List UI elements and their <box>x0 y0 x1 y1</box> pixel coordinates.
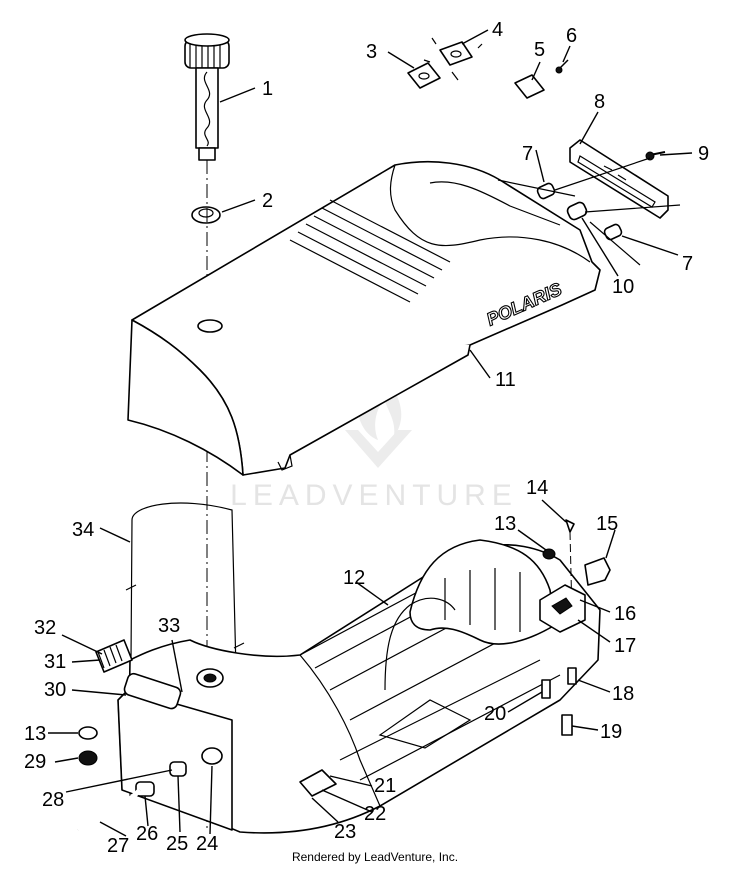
callout-12: 12 <box>343 567 365 589</box>
stud-10 <box>566 201 588 221</box>
fuel-cap-gauge <box>184 33 230 161</box>
callout-21: 21 <box>374 775 396 797</box>
callout-24: 24 <box>196 833 218 855</box>
callout-11: 11 <box>495 369 516 391</box>
screw-20 <box>541 679 551 699</box>
watermark-text: LEADVENTURE <box>230 479 518 512</box>
callout-16: 16 <box>614 603 636 625</box>
clip-5 <box>514 74 545 99</box>
callout-20: 20 <box>484 703 506 725</box>
callout-13-upper: 13 <box>494 513 516 535</box>
plate-3 <box>407 62 441 89</box>
callout-labels: 1 2 3 4 5 6 7 7 8 9 10 11 12 13 13 14 15… <box>24 19 709 857</box>
nut-13-lower <box>78 726 98 740</box>
callout-14: 14 <box>526 477 548 499</box>
nut-29 <box>78 750 98 766</box>
fuel-hose-27 <box>76 788 142 833</box>
footer-credit: Rendered by LeadVenture, Inc. <box>291 850 459 864</box>
callout-31: 31 <box>44 651 66 673</box>
screw-6 <box>555 59 569 74</box>
callout-19: 19 <box>600 721 622 743</box>
plate-4 <box>423 37 483 81</box>
callout-10: 10 <box>612 276 634 298</box>
callout-33: 33 <box>158 615 180 637</box>
callout-2: 2 <box>262 190 273 212</box>
bumper-7-lower <box>603 223 623 241</box>
callout-30: 30 <box>44 679 66 701</box>
callout-17: 17 <box>614 635 636 657</box>
callout-22: 22 <box>364 803 386 825</box>
callout-9: 9 <box>698 143 709 165</box>
bumper-7-upper <box>536 182 556 200</box>
callout-3: 3 <box>366 41 377 63</box>
callout-29: 29 <box>24 751 46 773</box>
rivet-14 <box>565 519 575 533</box>
callout-15: 15 <box>596 513 618 535</box>
callout-25: 25 <box>166 833 188 855</box>
callout-8: 8 <box>594 91 605 113</box>
callout-27: 27 <box>107 835 129 857</box>
callout-23: 23 <box>334 821 356 843</box>
screw-18 <box>567 667 577 685</box>
fitting-24 <box>201 747 223 765</box>
nut-13-upper <box>542 548 556 560</box>
seat: POLARIS <box>127 160 601 476</box>
bracket-15 <box>584 557 611 586</box>
callout-18: 18 <box>612 683 634 705</box>
callout-7-upper: 7 <box>522 143 533 165</box>
callout-7-lower: 7 <box>682 253 693 275</box>
screw-9 <box>645 151 666 161</box>
callout-28: 28 <box>42 789 64 811</box>
grommet <box>191 206 221 224</box>
seat-base-fuel-tank <box>117 539 601 834</box>
callout-1: 1 <box>262 78 273 100</box>
screw-19 <box>561 714 573 736</box>
fitting-21-22 <box>299 769 337 797</box>
clamp-25 <box>169 761 187 777</box>
callout-26: 26 <box>136 823 158 845</box>
callout-32: 32 <box>34 617 56 639</box>
callout-5: 5 <box>534 39 545 61</box>
callout-34: 34 <box>72 519 94 541</box>
callout-4: 4 <box>492 19 503 41</box>
leader-lines <box>48 29 693 837</box>
taillight-bracket <box>569 139 669 219</box>
callout-6: 6 <box>566 25 577 47</box>
callout-13-lower: 13 <box>24 723 46 745</box>
